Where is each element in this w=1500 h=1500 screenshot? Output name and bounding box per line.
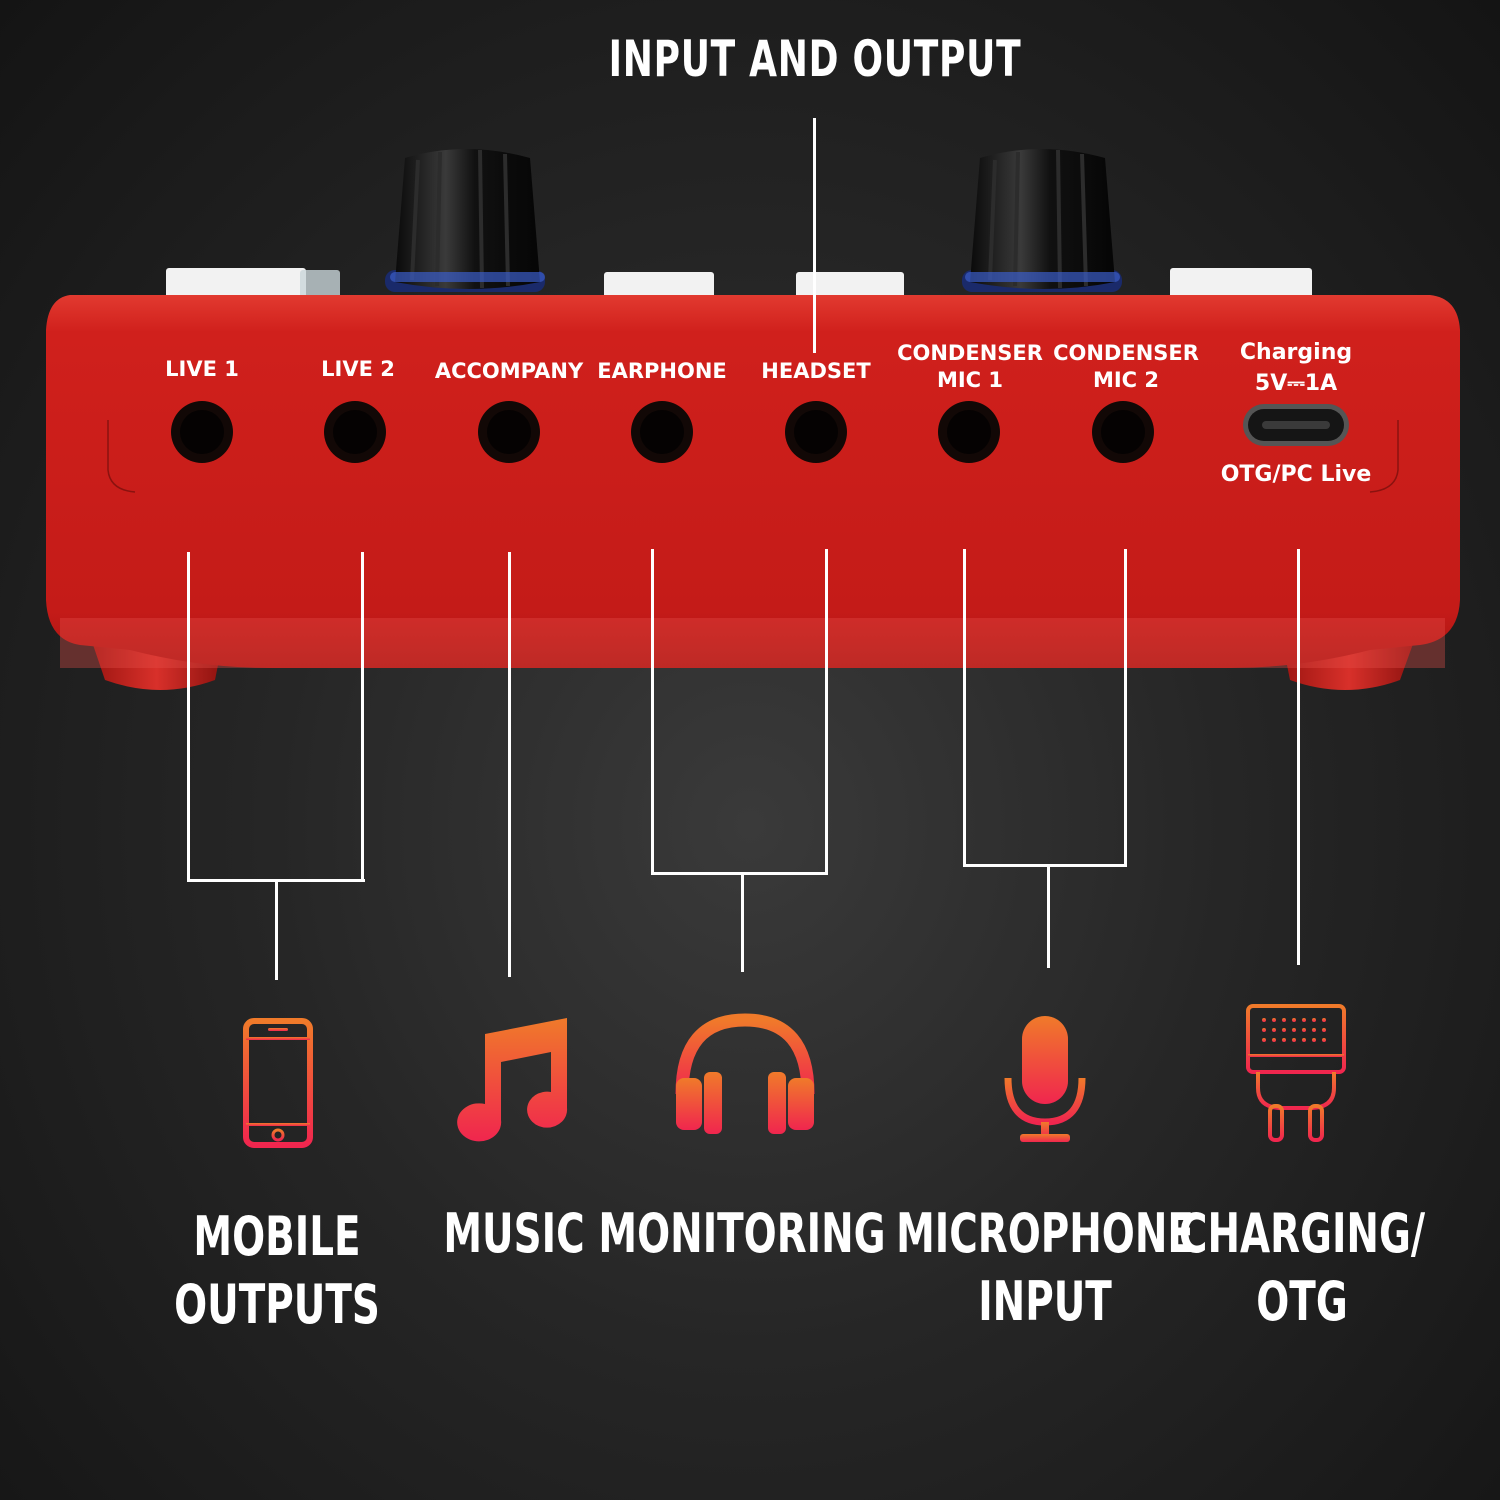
connector-line <box>275 882 278 980</box>
port-label-accompany: ACCOMPANY <box>434 359 584 383</box>
port-label-mic1: CONDENSER MIC 1 <box>897 341 1043 392</box>
headphones-icon <box>675 1013 815 1134</box>
port-label-live2: LIVE 2 <box>321 357 395 381</box>
top-button <box>1170 268 1312 298</box>
jack-earphone[interactable] <box>631 401 693 463</box>
port-label-live1: LIVE 1 <box>165 357 239 381</box>
title-connector-line <box>813 118 816 353</box>
connector-line <box>825 549 828 875</box>
connector-line <box>508 552 511 977</box>
category-label-microphone-input: MICROPHONE INPUT <box>896 1202 1194 1333</box>
connector-line <box>1297 549 1300 965</box>
category-label-monitoring: MONITORING <box>598 1202 886 1265</box>
port-label-otg: OTG/PC Live <box>1220 462 1372 487</box>
connector-bracket <box>651 872 828 875</box>
device-body <box>46 295 1460 668</box>
microphone-icon <box>1004 1016 1086 1142</box>
smartphone-icon <box>243 1018 313 1148</box>
port-label-earphone: EARPHONE <box>597 359 727 383</box>
usb-c-port[interactable] <box>1243 404 1349 446</box>
top-button <box>796 272 904 298</box>
page-title: INPUT AND OUTPUT <box>608 30 1022 88</box>
connector-line <box>1047 867 1050 968</box>
category-label-charging-otg: CHARGING/ OTG <box>1178 1202 1426 1333</box>
jack-headset[interactable] <box>785 401 847 463</box>
port-label-headset: HEADSET <box>761 359 871 383</box>
connector-bracket <box>187 879 365 882</box>
jack-mic1[interactable] <box>938 401 1000 463</box>
sound-card-device <box>46 149 1460 690</box>
left-knob <box>385 149 545 292</box>
connector-line <box>361 552 364 882</box>
connector-line <box>741 875 744 972</box>
port-label-mic2: CONDENSER MIC 2 <box>1053 341 1199 392</box>
charger-plug-icon <box>1246 1004 1346 1142</box>
jack-live2[interactable] <box>324 401 386 463</box>
jack-live1[interactable] <box>171 401 233 463</box>
music-note-icon <box>457 1018 568 1142</box>
category-label-mobile-outputs: MOBILE OUTPUTS <box>174 1205 380 1336</box>
jack-accompany[interactable] <box>478 401 540 463</box>
connector-line <box>187 552 190 882</box>
connector-line <box>651 549 654 875</box>
connector-line <box>1124 549 1127 867</box>
port-label-charging: Charging 5V⎓1A <box>1239 340 1353 396</box>
top-button <box>604 272 714 298</box>
connector-bracket <box>963 864 1127 867</box>
category-label-music: MUSIC <box>443 1202 585 1265</box>
top-button <box>166 268 306 298</box>
right-knob <box>962 149 1122 292</box>
jack-mic2[interactable] <box>1092 401 1154 463</box>
connector-line <box>963 549 966 867</box>
